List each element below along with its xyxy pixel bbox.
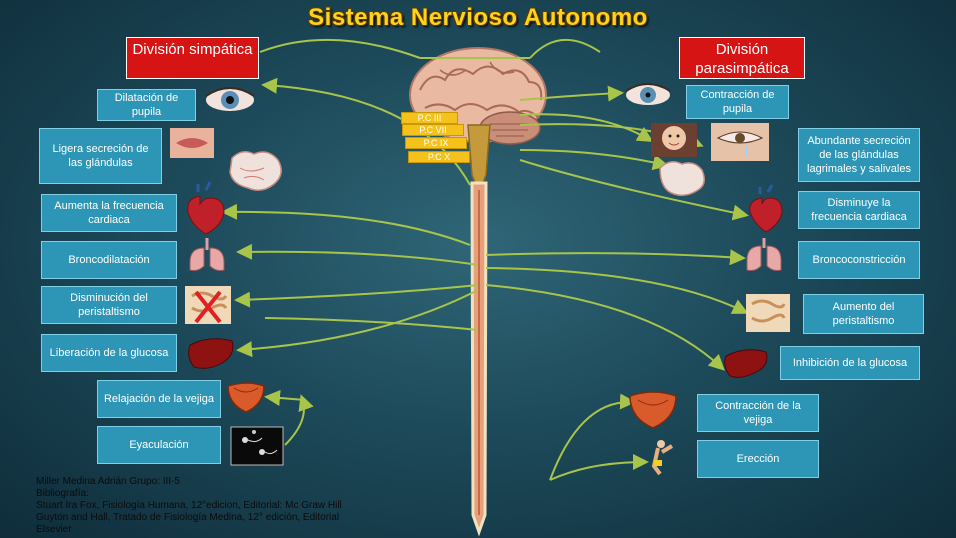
effect-box-parasympathetic: Inhibición de la glucosa: [780, 346, 920, 380]
bibliography-heading: Bibliografía:: [36, 488, 89, 499]
credits: Miller Medina Adrián Grupo: III-5 Biblio…: [36, 476, 396, 536]
effect-box-sympathetic: Broncodilatación: [41, 241, 177, 279]
effect-box-parasympathetic: Erección: [697, 440, 819, 478]
effect-box-sympathetic: Disminución del peristaltismo: [41, 286, 177, 324]
reference-line: Elsevier: [36, 524, 72, 535]
cranial-nerve-label: P.C X: [408, 151, 470, 163]
bladder-icon: [227, 382, 265, 413]
cranial-nerve-label: P.C IX: [405, 137, 467, 149]
bladder-icon-right: [629, 391, 677, 429]
cranial-nerve-label: P.C VII: [402, 124, 464, 136]
reference-line: Guyton and Hall, Tratado de Fisiología M…: [36, 512, 340, 523]
eye-icon-right: [625, 83, 671, 105]
effect-box-sympathetic: Liberación de la glucosa: [41, 334, 177, 372]
effect-box-parasympathetic: Disminuye la frecuencia cardiaca: [798, 191, 920, 229]
division-simpatica-label: División simpática: [126, 37, 259, 79]
effect-box-parasympathetic: Contracción de la vejiga: [697, 394, 819, 432]
penis-icon: [651, 440, 674, 476]
effect-box-parasympathetic: Abundante secreción de las glándulas lag…: [798, 128, 920, 182]
heart-icon-right: [749, 184, 783, 233]
intestine-crossed-icon: [185, 286, 231, 324]
effect-box-sympathetic: Aumenta la frecuencia cardiaca: [41, 194, 177, 232]
liver-icon-right: [724, 349, 768, 378]
lungs-icon-right: [746, 238, 782, 271]
heart-icon: [187, 181, 225, 235]
baby-icon: [651, 123, 697, 157]
gland-icon: [229, 151, 282, 191]
effect-box-parasympathetic: Contracción de pupila: [686, 85, 789, 119]
effect-box-sympathetic: Dilatación de pupila: [97, 89, 196, 121]
effect-box-sympathetic: Relajación de la vejiga: [97, 380, 221, 418]
cranial-nerve-label: P.C III: [401, 112, 458, 124]
tear-eye-icon: [711, 123, 769, 161]
spinal-cord-icon: [467, 124, 491, 537]
liver-icon: [188, 338, 234, 369]
division-parasimpatica-label: División parasimpática: [679, 37, 805, 79]
connector-lines: [221, 38, 749, 481]
effect-box-parasympathetic: Broncoconstricción: [798, 241, 920, 279]
sperm-icon: [230, 426, 284, 466]
effect-box-parasympathetic: Aumento del peristaltismo: [803, 294, 924, 334]
effect-box-sympathetic: Eyaculación: [97, 426, 221, 464]
intestine-icon: [746, 294, 790, 332]
lungs-icon: [189, 238, 225, 271]
eye-icon: [205, 87, 255, 111]
author-line: Miller Medina Adrián Grupo: III-5: [36, 476, 180, 487]
effect-box-sympathetic: Ligera secreción de las glándulas: [39, 128, 162, 184]
lips-icon: [170, 128, 214, 158]
page-title: Sistema Nervioso Autonomo: [308, 4, 648, 31]
gland-icon-right: [659, 161, 705, 197]
reference-line: Stuart Ira Fox, Fisiología Humana, 12°ed…: [36, 500, 342, 511]
